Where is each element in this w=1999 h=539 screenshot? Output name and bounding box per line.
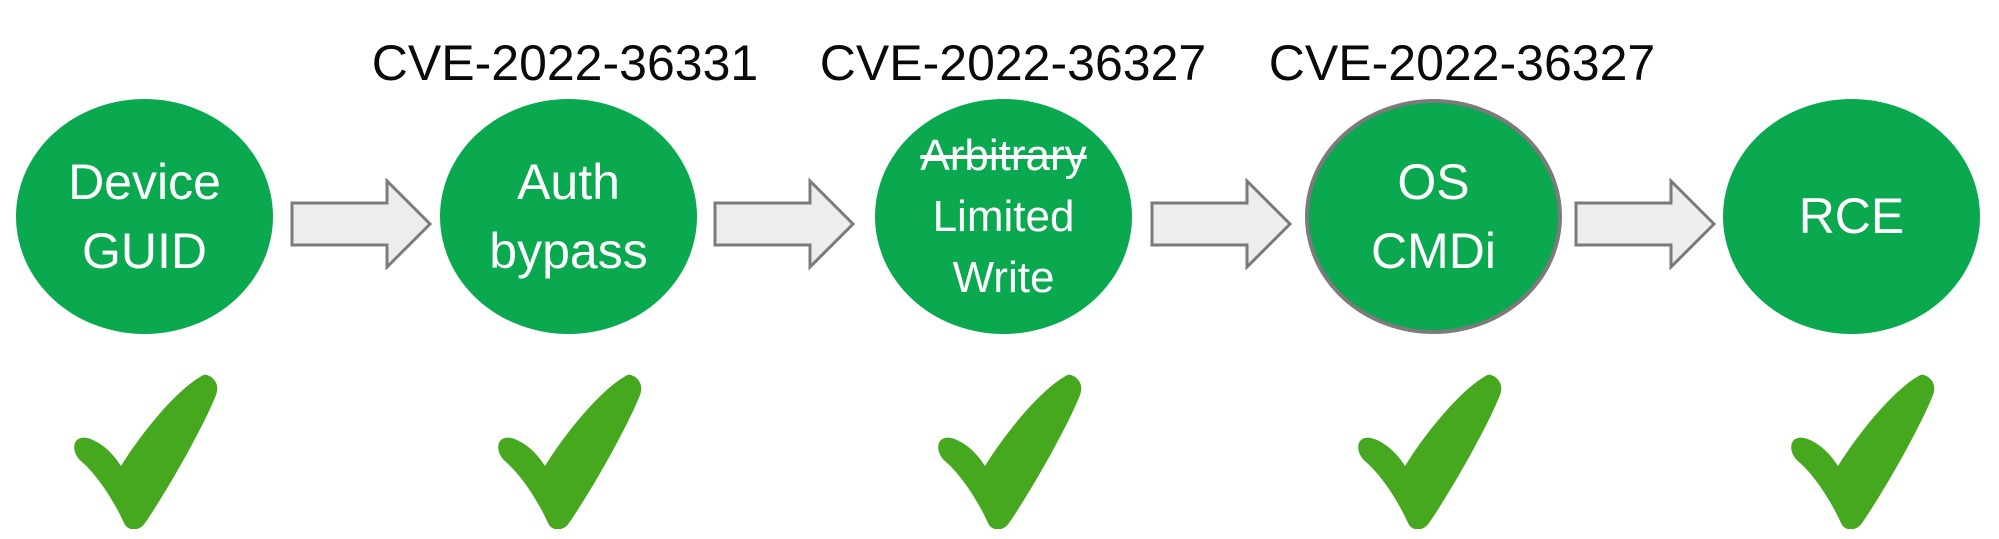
node-label-line: OS [1397,153,1470,210]
check-icon [74,374,218,529]
check-icon [498,374,642,529]
node-rce: RCE [1723,99,1980,334]
node-device-guid: Device GUID [16,99,273,334]
cve-label-limited-write: CVE-2022-36327 [819,35,1207,91]
right-arrow-icon [713,178,856,270]
node-label-line: Write [952,253,1055,302]
right-arrow-icon [1150,178,1293,270]
node-label-line-struck: Arbitrary [920,131,1087,180]
check-icon [1791,374,1935,529]
node-label-line: Auth [517,153,620,210]
node-label-line: GUID [82,222,207,279]
node-label-line: Device [68,153,221,210]
node-label-line: Limited [932,192,1075,241]
node-label-line: RCE [1798,188,1905,244]
cve-label-auth-bypass: CVE-2022-36331 [371,35,759,91]
right-arrow-icon [1574,178,1717,270]
node-label-line: bypass [489,222,648,279]
check-icon [938,374,1082,529]
node-auth-bypass: Auth bypass [440,99,697,334]
node-os-cmdi: OS CMDi [1305,99,1562,334]
cve-label-os-cmdi: CVE-2022-36327 [1268,35,1656,91]
node-limited-write: Arbitrary Limited Write [875,99,1132,334]
check-icon [1358,374,1502,529]
right-arrow-icon [290,178,433,270]
node-label-line: CMDi [1371,222,1496,279]
